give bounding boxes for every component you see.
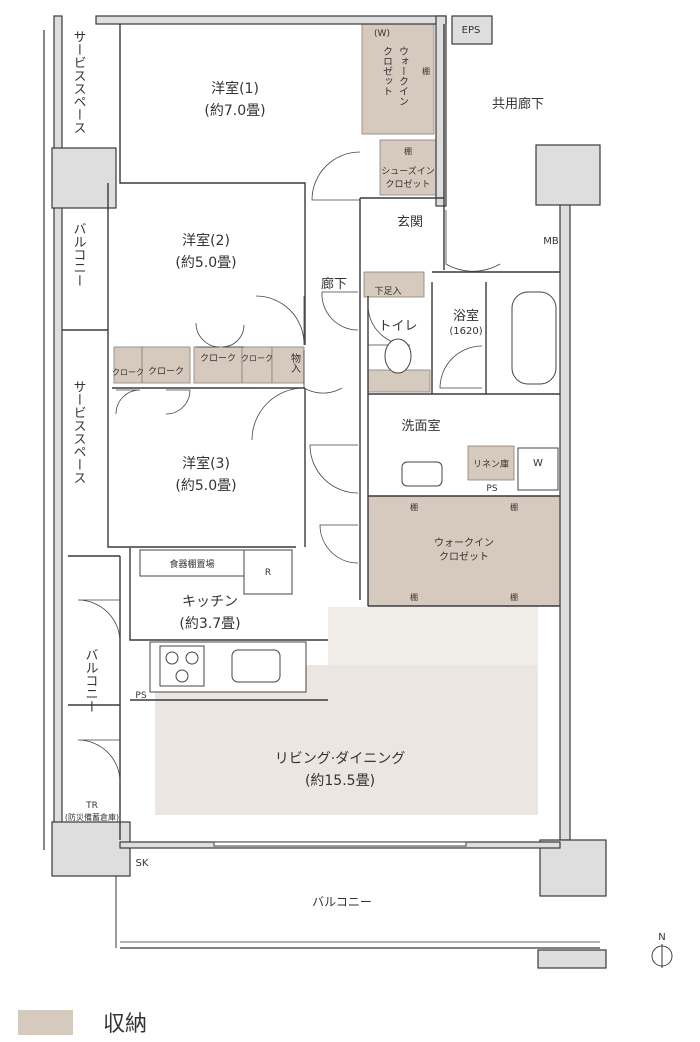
shoes-label-2: クロゼット xyxy=(385,178,430,190)
closet-a-label: クローク xyxy=(112,368,144,377)
linen-closet xyxy=(467,445,515,481)
balcony-left-top-label: バルコニー xyxy=(71,222,87,287)
kitchen-area: (約3.7畳) xyxy=(179,616,240,632)
corridor-name: 廊下 xyxy=(321,276,347,292)
closet-b-label: クローク xyxy=(148,366,184,377)
pillar-mb xyxy=(535,144,601,206)
wall-left xyxy=(53,15,63,857)
bath-name: 浴室 xyxy=(453,308,479,324)
kitchen-sink xyxy=(231,649,281,683)
tr-label-2: (防災備蓄倉庫) xyxy=(65,812,119,822)
closet-b xyxy=(141,346,191,384)
geta-label: 下足入 xyxy=(374,286,401,297)
wall-right-upper xyxy=(435,15,447,207)
kitchen-name: キッチン xyxy=(182,594,238,610)
shoes-label-1: シューズイン xyxy=(381,165,435,177)
washer-label: W xyxy=(533,458,543,469)
toilet-name: トイレ xyxy=(378,319,417,334)
washroom-name: 洗面室 xyxy=(401,418,440,434)
wall-top xyxy=(95,15,447,25)
common-corridor-name: 共用廊下 xyxy=(492,96,544,112)
legend-swatch xyxy=(18,1009,73,1035)
sink xyxy=(401,461,443,487)
eps-label: EPS xyxy=(462,25,481,36)
shoes-shelf: 棚 xyxy=(404,146,412,156)
toilet-bowl xyxy=(384,338,412,374)
washer-pan xyxy=(517,447,559,491)
burner-2 xyxy=(185,651,199,665)
mono-closet xyxy=(271,346,305,384)
geta-box xyxy=(363,271,425,298)
living-area: (約15.5畳) xyxy=(305,773,375,789)
wic-room1-label-1: ウォークイン xyxy=(397,46,409,106)
closet-d-label: クローク xyxy=(241,354,273,363)
sk-label: SK xyxy=(136,858,149,869)
wic-w-mark: (W) xyxy=(374,29,390,39)
wic-shelf-4: 棚 xyxy=(510,592,518,602)
tr-label-1: TR xyxy=(85,801,98,811)
burner-1 xyxy=(165,651,179,665)
mono-label: 物入 xyxy=(289,352,301,373)
pantry-label: 食器棚置場 xyxy=(169,558,214,570)
closet-d xyxy=(241,346,273,384)
living-name: リビング·ダイニング xyxy=(275,751,405,767)
fridge-space xyxy=(243,549,293,595)
partitions xyxy=(62,24,560,840)
room3-name: 洋室(3) xyxy=(182,455,230,472)
pillar-left-bottom xyxy=(51,821,131,877)
pillar-right-bottom xyxy=(539,839,607,897)
entrance-name: 玄関 xyxy=(397,215,423,230)
wall-right xyxy=(559,199,571,841)
eps-box xyxy=(451,15,493,45)
closet-a xyxy=(113,346,143,384)
wic-room1 xyxy=(361,23,435,135)
service-space-top-label: サービススペース xyxy=(71,30,87,134)
shoes-closet xyxy=(379,139,437,196)
room1-name: 洋室(1) xyxy=(211,80,259,97)
balcony-left-bottom-label: バルコニー xyxy=(83,648,99,713)
fridge-label: R xyxy=(265,568,271,578)
room2-area: (約5.0畳) xyxy=(175,255,236,271)
living-floor-shade xyxy=(328,607,538,665)
balcony-end xyxy=(537,949,607,969)
wic-shelf-2: 棚 xyxy=(510,502,518,512)
compass-label: N xyxy=(658,932,665,943)
wic-main xyxy=(367,495,561,607)
wic-main-label-2: クロゼット xyxy=(439,551,489,563)
wic-shelf-1: 棚 xyxy=(410,502,418,512)
legend: 収納 xyxy=(18,1006,147,1038)
bath-size: (1620) xyxy=(449,326,482,337)
mb-label: MB xyxy=(543,236,559,247)
doors xyxy=(77,151,501,783)
bathtub xyxy=(511,291,557,385)
legend-label: 収納 xyxy=(103,1012,148,1037)
balcony-bottom-label: バルコニー xyxy=(312,895,372,909)
wic-shelf-3: 棚 xyxy=(410,592,418,602)
pillar-left-top xyxy=(51,147,117,209)
wic-room1-shelf: 棚 xyxy=(422,66,430,76)
linen-label: リネン庫 xyxy=(473,458,509,470)
ps-kitchen-label: PS xyxy=(135,691,146,701)
wic-main-label-1: ウォークイン xyxy=(434,537,494,549)
burner-3 xyxy=(175,669,189,683)
window-sill xyxy=(213,841,467,847)
room2-name: 洋室(2) xyxy=(182,232,230,249)
closet-c xyxy=(193,346,243,384)
closet-c-label: クローク xyxy=(200,353,236,364)
room3-area: (約5.0畳) xyxy=(175,478,236,494)
wic-room1-label-2: クロゼット xyxy=(381,46,393,96)
room1-area: (約7.0畳) xyxy=(204,103,265,119)
ps-wash-label: PS xyxy=(486,484,497,494)
service-space-mid-label: サービススペース xyxy=(71,380,87,484)
